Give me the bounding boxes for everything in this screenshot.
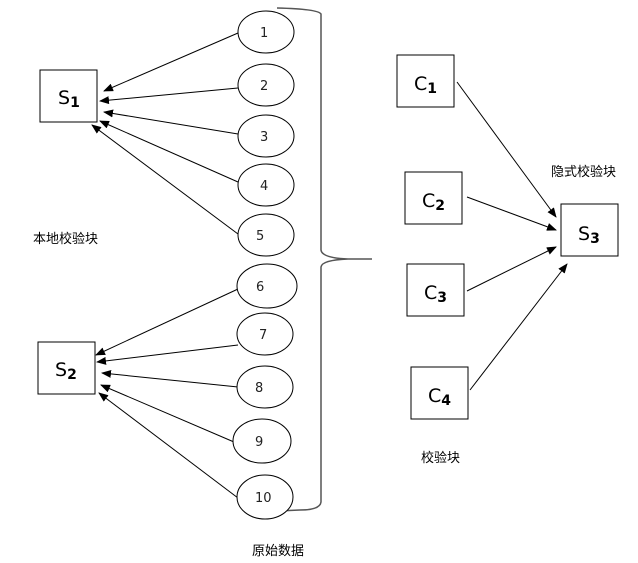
check-block-c3: C3 bbox=[406, 263, 465, 317]
caption-check-block: 校验块 bbox=[421, 450, 460, 466]
edge-4-to-s1 bbox=[99, 120, 239, 183]
edge-1-to-s1 bbox=[103, 32, 239, 92]
data-node-8: 8 bbox=[236, 365, 294, 409]
data-node-label: 7 bbox=[259, 328, 267, 343]
edge-8-to-s2 bbox=[101, 369, 239, 388]
edge-6-to-s2 bbox=[95, 288, 239, 356]
data-node-label: 6 bbox=[256, 280, 264, 295]
svg-text:S1: S1 bbox=[58, 87, 80, 111]
local-check-s1: S1 bbox=[39, 69, 98, 123]
implicit-check-s3: S3 bbox=[560, 203, 619, 257]
edge-c4-to-s3 bbox=[469, 263, 568, 391]
c2-base: C bbox=[422, 190, 435, 212]
data-node-label: 10 bbox=[255, 491, 272, 506]
data-node-label: 2 bbox=[260, 79, 268, 94]
data-node-label: 8 bbox=[255, 381, 263, 396]
check-block-c1: C1 bbox=[396, 54, 455, 108]
s2-base: S bbox=[55, 359, 67, 381]
svg-text:S3: S3 bbox=[578, 223, 600, 247]
local-check-s2: S2 bbox=[37, 341, 96, 395]
svg-text:C3: C3 bbox=[424, 282, 447, 306]
s1-base: S bbox=[58, 87, 70, 109]
edge-c2-to-s3 bbox=[466, 196, 557, 231]
svg-text:S2: S2 bbox=[55, 359, 77, 383]
data-node-label: 5 bbox=[256, 229, 264, 244]
c2-sub: 2 bbox=[435, 198, 445, 214]
check-block-c4: C4 bbox=[410, 366, 469, 420]
s1-sub: 1 bbox=[70, 95, 80, 111]
data-node-label: 4 bbox=[260, 179, 268, 194]
data-node-label: 1 bbox=[260, 26, 268, 41]
data-node-6: 6 bbox=[236, 263, 298, 309]
original-data-brace bbox=[276, 7, 372, 512]
c1-sub: 1 bbox=[427, 81, 437, 97]
svg-text:C1: C1 bbox=[414, 73, 437, 97]
s3-base: S bbox=[578, 223, 590, 245]
data-node-10: 10 bbox=[236, 474, 294, 520]
edges-layer bbox=[91, 32, 568, 499]
data-nodes: 1 2 3 4 5 6 7 8 9 10 bbox=[232, 10, 298, 520]
edge-3-to-s1 bbox=[103, 109, 239, 135]
c1-base: C bbox=[414, 73, 427, 95]
data-node-label: 3 bbox=[260, 130, 268, 145]
data-node-4: 4 bbox=[237, 163, 295, 207]
svg-text:C4: C4 bbox=[428, 385, 451, 409]
data-node-7: 7 bbox=[236, 312, 294, 356]
c4-base: C bbox=[428, 385, 441, 407]
edge-10-to-s2 bbox=[98, 392, 239, 499]
c4-sub: 4 bbox=[441, 393, 451, 409]
check-block-c2: C2 bbox=[404, 171, 463, 225]
edge-5-to-s1 bbox=[91, 124, 239, 235]
edge-9-to-s2 bbox=[100, 384, 235, 443]
data-node-1: 1 bbox=[237, 10, 295, 54]
data-node-2: 2 bbox=[237, 63, 295, 107]
edge-c3-to-s3 bbox=[466, 246, 557, 292]
c3-base: C bbox=[424, 282, 437, 304]
svg-text:C2: C2 bbox=[422, 190, 445, 214]
edge-7-to-s2 bbox=[96, 344, 239, 365]
s2-sub: 2 bbox=[67, 367, 77, 383]
edge-c1-to-s3 bbox=[456, 81, 557, 218]
c3-sub: 3 bbox=[437, 290, 447, 306]
caption-implicit-check: 隐式校验块 bbox=[551, 164, 616, 180]
data-node-label: 9 bbox=[255, 435, 263, 450]
data-node-9: 9 bbox=[232, 418, 292, 464]
data-node-3: 3 bbox=[237, 114, 295, 158]
edge-2-to-s1 bbox=[99, 87, 239, 105]
caption-original-data: 原始数据 bbox=[252, 544, 304, 559]
s3-sub: 3 bbox=[590, 231, 600, 247]
caption-local-check: 本地校验块 bbox=[33, 231, 98, 247]
data-node-5: 5 bbox=[237, 213, 295, 257]
